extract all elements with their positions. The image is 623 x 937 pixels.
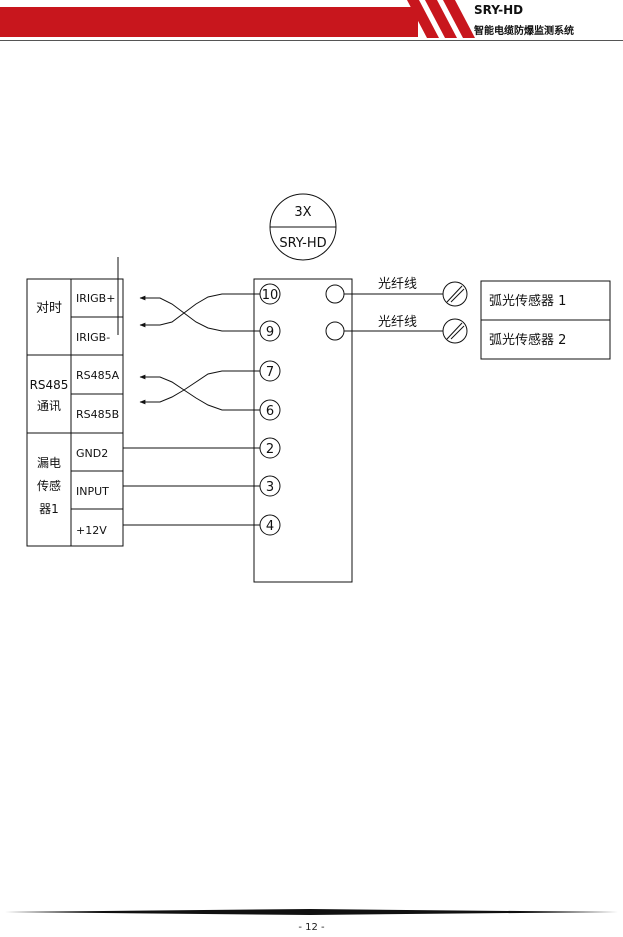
group-leakage-label-line2: 传感 — [37, 478, 61, 493]
irigb-minus-wire — [139, 295, 260, 332]
signal-plus12v: +12V — [76, 524, 107, 537]
signal-rs485b: RS485B — [76, 408, 119, 421]
group-leakage-label-line1: 漏电 — [37, 456, 61, 470]
terminal-9-label: 9 — [266, 325, 274, 340]
device-bottom-label: SRY-HD — [279, 236, 326, 251]
terminal-7-label: 7 — [266, 365, 274, 380]
group-rs485-label-line2: 通讯 — [37, 399, 61, 413]
terminal-2-label: 2 — [266, 442, 274, 457]
fiber-port-1 — [325, 284, 345, 304]
page-number: - 12 - — [298, 922, 325, 933]
header-stripes-decoration — [407, 0, 475, 38]
footer-rule — [5, 909, 618, 915]
rs485a-wire — [139, 370, 260, 405]
terminal-4-label: 4 — [266, 519, 274, 534]
arc-sensor-1-symbol — [442, 281, 468, 307]
device-top-label: 3X — [294, 205, 311, 220]
arc-sensor-2-label: 弧光传感器 2 — [489, 332, 566, 348]
irigb-plus-wire — [139, 293, 260, 328]
signal-irigb-plus: IRIGB+ — [76, 292, 115, 305]
signal-irigb-minus: IRIGB- — [76, 331, 110, 344]
header-rule — [0, 40, 623, 41]
signal-table — [26, 278, 124, 547]
fiber-port-2 — [325, 321, 345, 341]
fiber-label-2: 光纤线 — [378, 315, 417, 330]
rs485b-wire — [139, 374, 260, 411]
arc-sensor-2-symbol — [442, 318, 468, 344]
arc-sensor-1-label: 弧光传感器 1 — [489, 293, 566, 309]
header-brand: SRY-HD — [474, 3, 524, 17]
group-leakage-label-line3: 器1 — [39, 502, 59, 516]
terminal-10-label: 10 — [262, 288, 279, 303]
fiber-label-1: 光纤线 — [378, 277, 417, 292]
terminal-6-label: 6 — [266, 404, 274, 419]
signal-gnd2: GND2 — [76, 447, 108, 460]
group-timing-label: 对时 — [36, 301, 62, 316]
signal-input: INPUT — [76, 485, 109, 498]
group-rs485-label-line1: RS485 — [30, 378, 69, 392]
terminal-block — [253, 278, 353, 583]
header-subtitle: 智能电缆防爆监测系统 — [474, 26, 574, 37]
header-red-bar — [0, 7, 418, 37]
terminal-3-label: 3 — [266, 480, 274, 495]
signal-rs485a: RS485A — [76, 369, 120, 382]
